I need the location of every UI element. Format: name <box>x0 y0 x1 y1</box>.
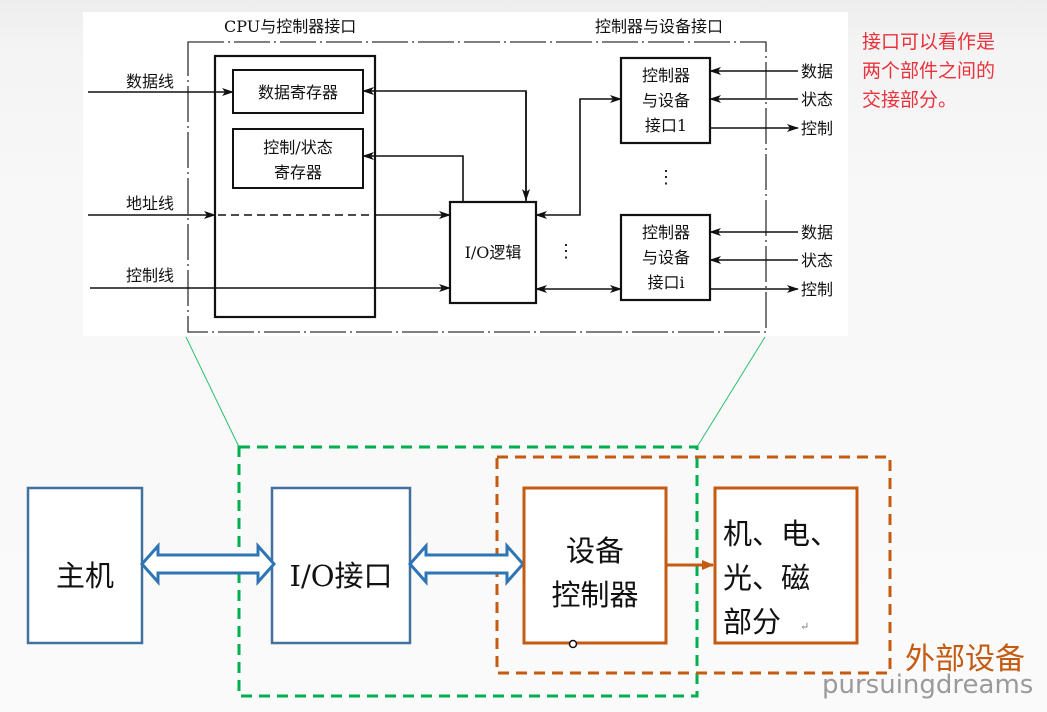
physical-parts-line1: 机、电、 <box>723 517 839 551</box>
signal-control-i: 控制 <box>801 280 833 299</box>
controller-interface-i-box <box>619 213 712 302</box>
zoom-connector-right <box>696 336 766 448</box>
device-controller-line1: 设备 <box>566 534 624 568</box>
interface1-line3: 接口1 <box>645 116 687 135</box>
interface1-line1: 控制器 <box>642 66 690 85</box>
control-status-register-line2: 寄存器 <box>274 163 322 182</box>
note-line: 两个部件之间的 <box>862 60 996 82</box>
host-label: 主机 <box>56 559 114 593</box>
note-line: 交接部分。 <box>862 89 958 111</box>
io-logic-label: I/O逻辑 <box>465 243 522 262</box>
device-controller-box <box>522 486 668 645</box>
watermark: pursuingdreams <box>822 670 1034 700</box>
signal-data-1: 数据 <box>801 62 833 81</box>
physical-parts-box <box>713 486 859 645</box>
io-interface-structure-svg: CPU与控制器接口 控制器与设备接口 数据线 地址线 控制线 数据寄存器 控制/… <box>88 17 833 333</box>
io-to-interface1-arrow <box>535 95 622 219</box>
interface1-line2: 与设备 <box>642 91 690 110</box>
address-line-label: 地址线 <box>126 194 174 213</box>
device-controller-line2: 控制器 <box>551 578 638 612</box>
signal-status-i: 状态 <box>801 251 833 270</box>
cpu-interface-title: CPU与控制器接口 <box>224 17 356 36</box>
io-interface-scope-box <box>237 445 699 698</box>
cursor-handle-icon <box>568 639 578 649</box>
physical-parts-line3: 部分 <box>723 605 781 639</box>
control-status-register-line1: 控制/状态 <box>263 138 332 157</box>
device-interface-title: 控制器与设备接口 <box>595 17 723 36</box>
interface-note: 接口可以看作是 两个部件之间的 交接部分。 <box>862 28 1042 115</box>
io-interface-structure-figure: CPU与控制器接口 控制器与设备接口 数据线 地址线 控制线 数据寄存器 控制/… <box>83 12 848 336</box>
physical-parts-line2: 光、磁 <box>723 561 810 595</box>
control-status-register-box <box>232 128 364 189</box>
return-mark-icon: ↵ <box>800 620 809 633</box>
signal-status-1: 状态 <box>801 90 833 109</box>
interface-boundary <box>187 41 767 333</box>
io-logic-box <box>448 200 538 305</box>
host-io-bidirectional-arrow <box>139 542 277 586</box>
signal-control-1: 控制 <box>801 119 833 138</box>
note-line: 接口可以看作是 <box>862 31 996 53</box>
interfacei-line1: 控制器 <box>642 223 690 242</box>
io-controller-bidirectional-arrow <box>407 542 526 586</box>
data-line-label: 数据线 <box>126 72 174 91</box>
data-register-label: 数据寄存器 <box>258 83 338 102</box>
signal-data-i: 数据 <box>801 223 833 242</box>
host-box <box>26 486 144 645</box>
register-container <box>213 54 377 319</box>
io-to-status-register-arrow <box>362 152 464 202</box>
interface-ellipsis: ⋮ <box>657 167 675 188</box>
control-line-label: 控制线 <box>126 266 174 285</box>
io-ellipsis: ⋮ <box>557 241 575 262</box>
zoom-connector-left <box>185 336 240 448</box>
interfacei-line3: 接口i <box>647 273 684 292</box>
external-device-label: 外部设备 <box>905 642 1025 677</box>
interfacei-line2: 与设备 <box>642 248 690 267</box>
io-interface-label: I/O接口 <box>289 559 392 593</box>
